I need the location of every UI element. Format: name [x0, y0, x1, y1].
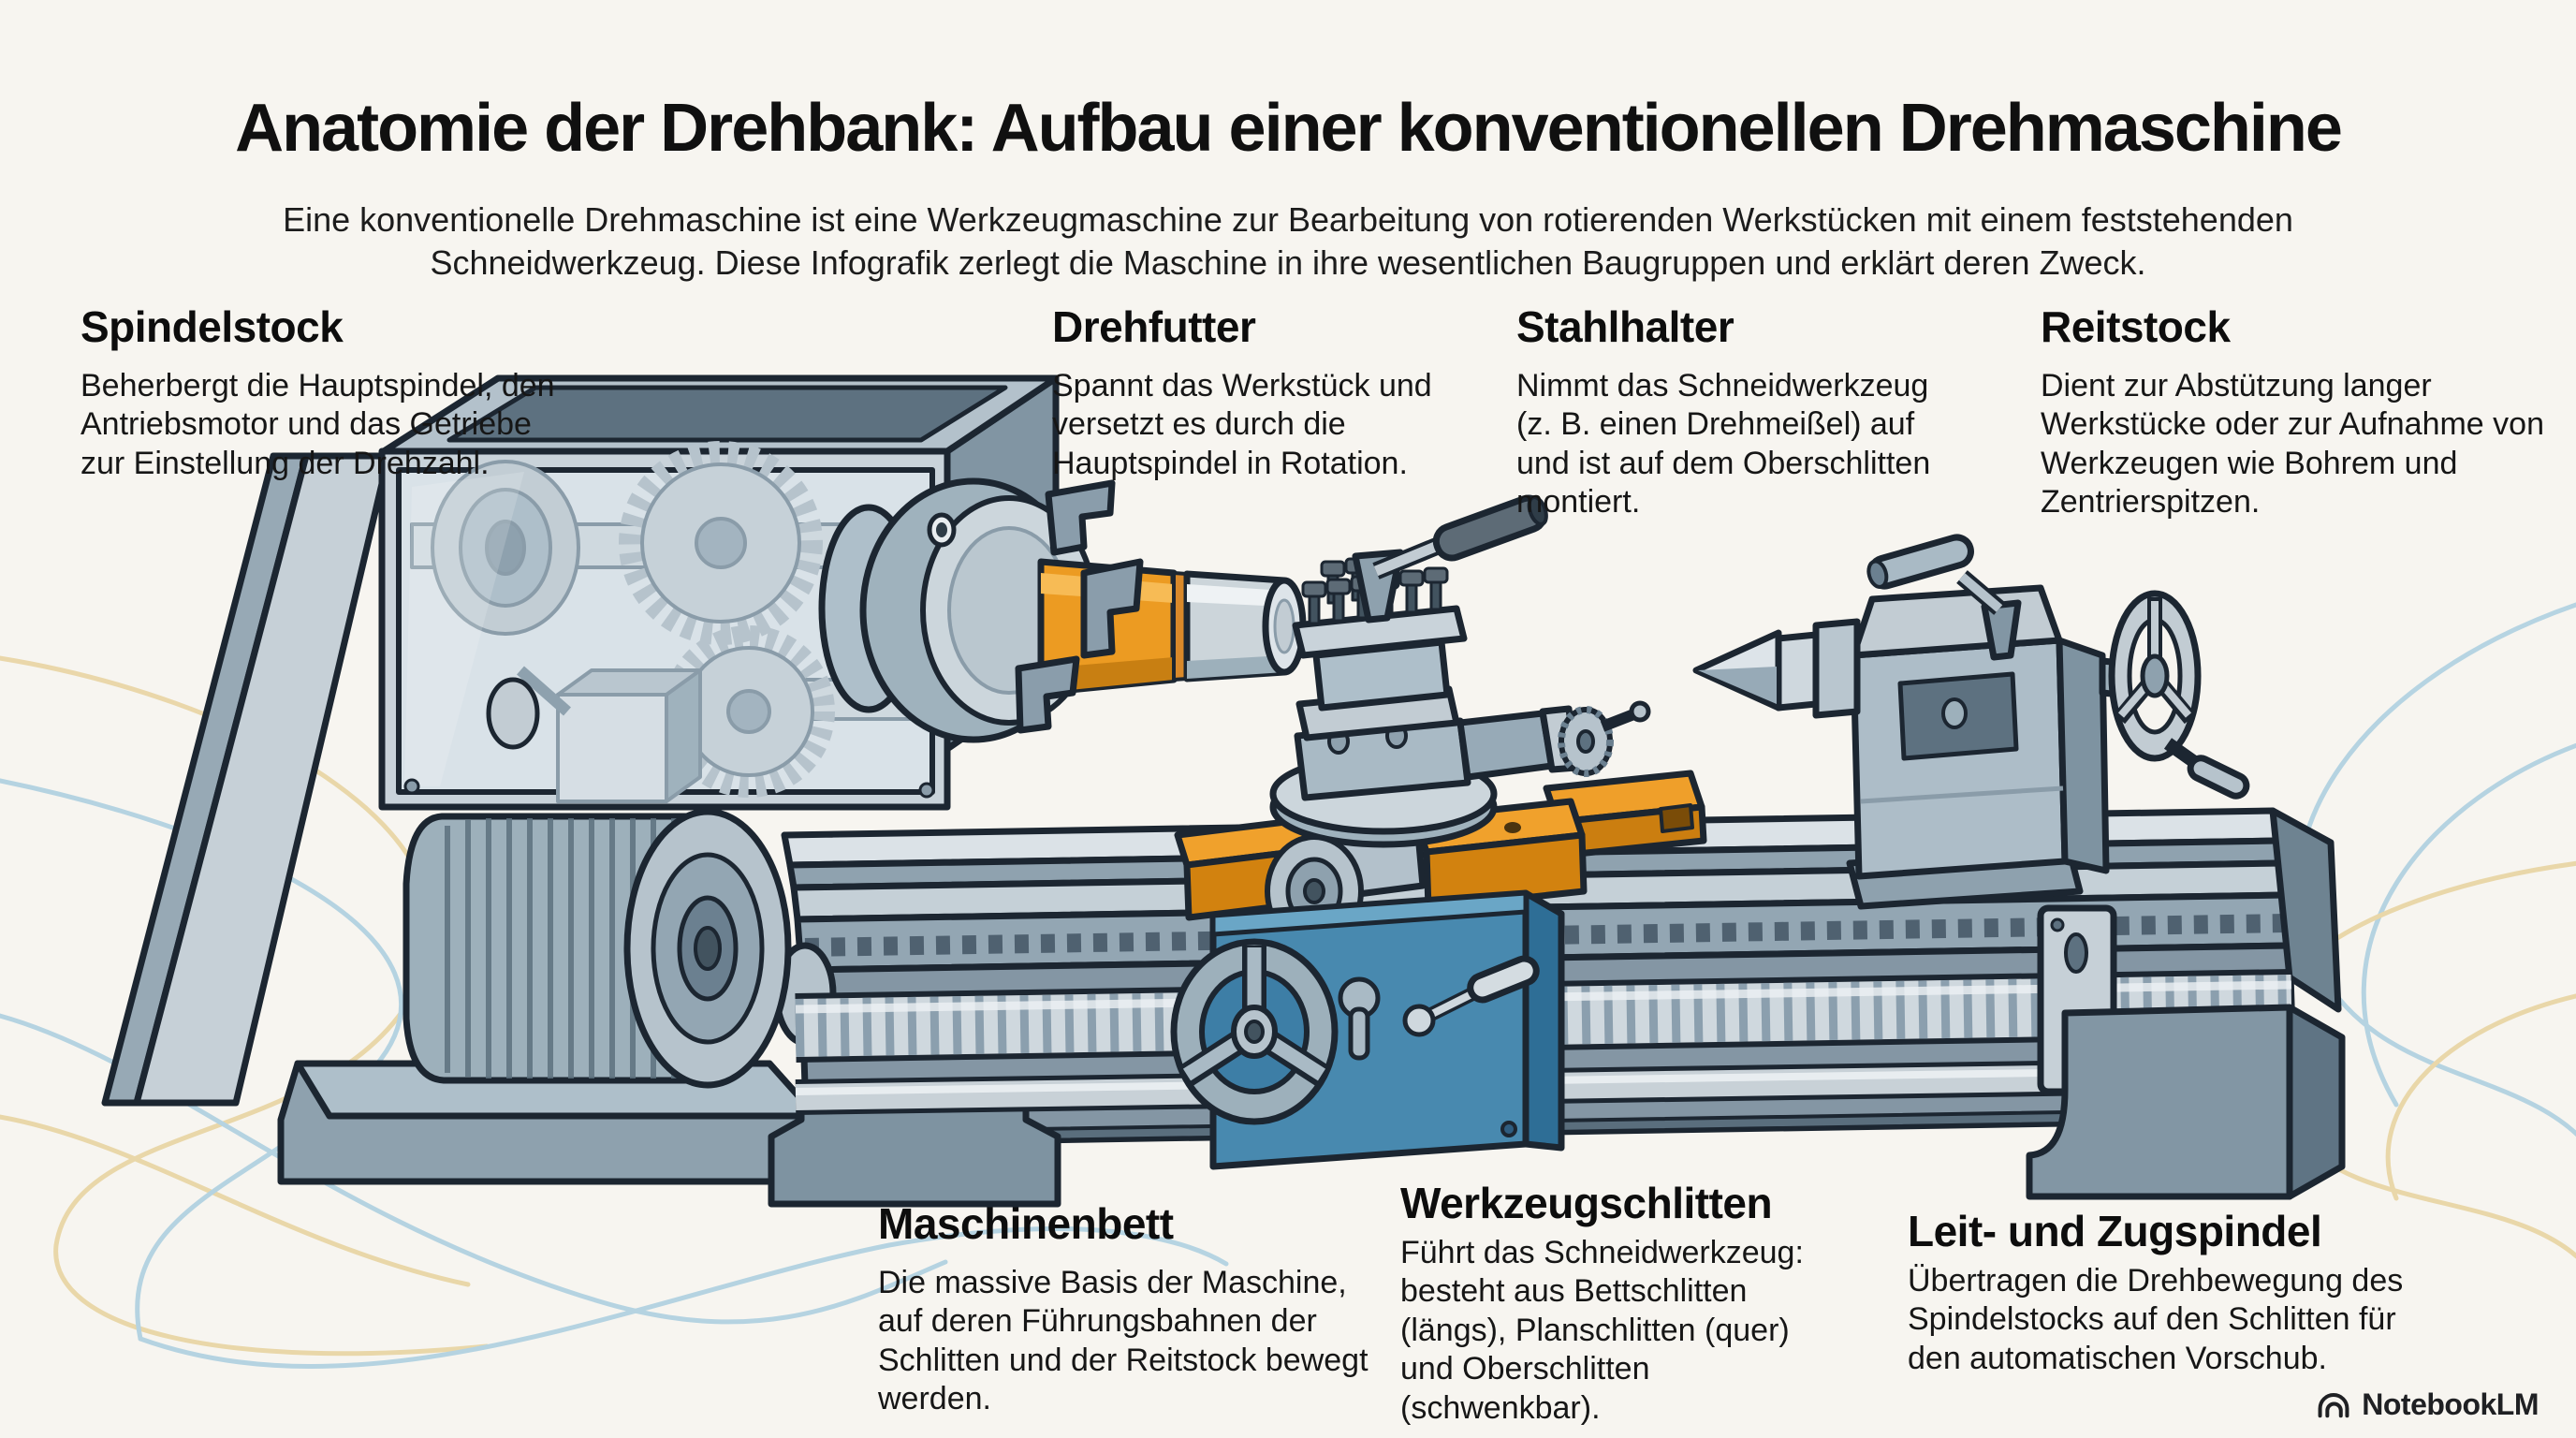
- tailstock: [1692, 534, 2250, 910]
- watermark-label: NotebookLM: [2362, 1387, 2539, 1421]
- drive-motor: [402, 808, 792, 1089]
- compound-slide: [1294, 700, 1651, 801]
- callout-stahlhalter: Stahlhalter Nimmt das Schneidwerkzeug (z…: [1516, 301, 1961, 522]
- watermark: NotebookLM: [2315, 1386, 2539, 1423]
- callout-description: Übertragen die Drehbewegung des Spindels…: [1908, 1263, 2404, 1376]
- callout-heading: Stahlhalter: [1516, 302, 1734, 351]
- callout-heading: Spindelstock: [80, 302, 344, 351]
- callout-heading: Reitstock: [2041, 302, 2231, 351]
- cross-slide-beam: [1543, 770, 1707, 859]
- callout-description: Die massive Basis der Maschine, auf dere…: [878, 1265, 1368, 1417]
- callout-heading: Leit- und Zugspindel: [1908, 1207, 2322, 1255]
- callout-heading: Maschinenbett: [878, 1199, 1174, 1248]
- callout-leitspindel: Leit- und Zugspindel Übertragen die Dreh…: [1908, 1206, 2437, 1378]
- notebooklm-logo-icon: [2318, 1393, 2349, 1418]
- callout-description: Spannt das Werkstück und versetzt es dur…: [1052, 368, 1432, 481]
- tailstock-handwheel: [2099, 590, 2250, 800]
- tailstock-center: [1692, 618, 1861, 719]
- callout-maschinenbett: Maschinenbett Die massive Basis der Masc…: [878, 1198, 1374, 1419]
- tool-post: [1292, 494, 1548, 741]
- callout-heading: Werkzeugschlitten: [1400, 1179, 1773, 1227]
- callout-heading: Drehfutter: [1052, 302, 1256, 351]
- callout-description: Beherbergt die Hauptspindel, den Antrieb…: [80, 368, 555, 481]
- bed-foot-right: [2026, 1004, 2346, 1200]
- callout-drehfutter: Drehfutter Spannt das Werkstück und vers…: [1052, 301, 1455, 483]
- workpiece: [1037, 558, 1307, 697]
- callout-werkzeugschlitten: Werkzeugschlitten Führt das Schneidwerkz…: [1400, 1178, 1850, 1428]
- chuck-jaws: [1015, 479, 1144, 734]
- page-title: Anatomie der Drehbank: Aufbau einer konv…: [235, 91, 2343, 167]
- callout-description: Führt das Schneidwerkzeug: besteht aus B…: [1400, 1235, 1804, 1426]
- callout-description: Nimmt das Schneidwerkzeug (z. B. einen D…: [1516, 368, 1931, 521]
- tailstock-lever: [1866, 534, 2022, 661]
- apron-handwheel: [1170, 938, 1339, 1125]
- headstock: [378, 374, 1060, 811]
- bed-end-face: [2269, 807, 2342, 1013]
- callout-description: Dient zur Abstützung langer Werkstücke o…: [2041, 368, 2544, 521]
- tool-post-lever-grip: [1432, 494, 1548, 562]
- carriage: [1170, 494, 1707, 1170]
- callout-reitstock: Reitstock Dient zur Abstützung langer We…: [2041, 301, 2551, 522]
- callout-spindelstock: Spindelstock Beherbergt die Hauptspindel…: [80, 301, 567, 483]
- page-subtitle: Eine konventionelle Drehmaschine ist ein…: [283, 200, 2293, 283]
- headstock-leg: [101, 452, 392, 1107]
